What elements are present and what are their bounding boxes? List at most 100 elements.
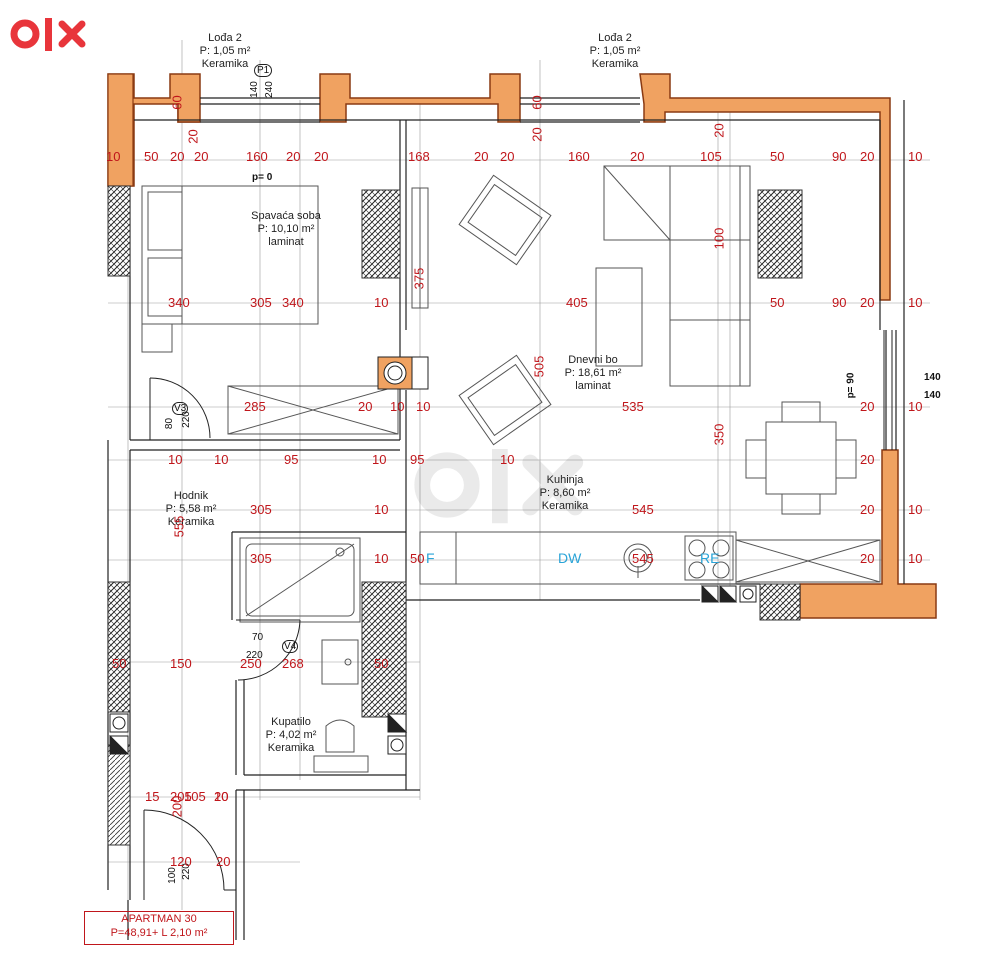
room-label-hallway: Hodnik P: 5,58 m² Keramika bbox=[146, 490, 236, 529]
p1-marker: P1 bbox=[254, 64, 273, 77]
apartment-area: P=48,91+ L 2,10 m² bbox=[110, 927, 208, 939]
dimension-label-vertical: 375 bbox=[411, 267, 427, 290]
dimension-label-vertical: 555 bbox=[171, 515, 187, 538]
room-name: Kupatilo bbox=[271, 716, 311, 728]
dimension-label: 10 bbox=[214, 789, 229, 804]
dimension-label: 90 bbox=[832, 295, 847, 310]
door-v3-height: 220 bbox=[180, 411, 192, 428]
dimension-label: 340 bbox=[282, 295, 304, 310]
room-name: Lođa 2 bbox=[208, 32, 242, 44]
dimension-label: 160 bbox=[246, 149, 268, 164]
room-area: P: 1,05 m² bbox=[589, 45, 641, 57]
dimension-label-vertical: 20 bbox=[711, 123, 727, 138]
dishwasher-label: DW bbox=[558, 550, 582, 566]
room-label-bathroom: Kupatilo P: 4,02 m² Keramika bbox=[246, 716, 336, 755]
dimension-label-vertical: 20 bbox=[529, 127, 545, 142]
dimension-label-vertical: 505 bbox=[531, 355, 547, 378]
doors bbox=[143, 377, 301, 900]
dimension-label: 10 bbox=[500, 452, 515, 467]
dimension-label: 20 bbox=[358, 399, 373, 414]
dimension-label: 10 bbox=[372, 452, 387, 467]
dimension-label: 20 bbox=[860, 295, 875, 310]
room-area: P: 1,05 m² bbox=[199, 45, 251, 57]
dimension-label: 10 bbox=[908, 149, 923, 164]
olx-logo[interactable] bbox=[8, 14, 98, 54]
room-label-loggia-right: Lođa 2 P: 1,05 m² Keramika bbox=[570, 32, 660, 71]
room-area: P: 10,10 m² bbox=[257, 223, 315, 235]
dimension-label: 10 bbox=[374, 502, 389, 517]
range-label: RE bbox=[700, 550, 720, 566]
room-floor: laminat bbox=[575, 380, 611, 392]
dimension-label: 50 bbox=[144, 149, 159, 164]
dimension-label: 20 bbox=[214, 789, 229, 804]
room-name: Spavaća soba bbox=[251, 210, 321, 222]
window-dim-b: 140 bbox=[924, 390, 941, 401]
dimension-label-vertical: 20 bbox=[185, 129, 201, 144]
dimension-label: 105 bbox=[184, 789, 206, 804]
dimension-label: 10 bbox=[168, 452, 183, 467]
dimension-label: 20 bbox=[314, 149, 329, 164]
dimension-label-vertical: 60 bbox=[169, 95, 185, 110]
room-area: P: 8,60 m² bbox=[539, 487, 591, 499]
dimension-label: 20 bbox=[216, 854, 231, 869]
kitchen-counter bbox=[419, 531, 881, 585]
dimension-label: 535 bbox=[622, 399, 644, 414]
dimension-label: 305 bbox=[250, 295, 272, 310]
room-name: Lođa 2 bbox=[598, 32, 632, 44]
dimension-label: 20 bbox=[170, 149, 185, 164]
apartment-name: APARTMAN 30 bbox=[121, 913, 197, 925]
sill-height-0: p= 0 bbox=[252, 172, 273, 183]
apartment-title-box: APARTMAN 30 P=48,91+ L 2,10 m² bbox=[84, 911, 234, 945]
room-name: Hodnik bbox=[173, 490, 209, 502]
window-dim-a: 140 bbox=[924, 372, 941, 383]
living-furniture bbox=[458, 165, 751, 446]
dimension-label: 120 bbox=[170, 854, 192, 869]
room-area: P: 4,02 m² bbox=[265, 729, 317, 741]
dimension-label: 340 bbox=[168, 295, 190, 310]
entry-door-width: 100 bbox=[166, 867, 178, 884]
flue bbox=[377, 356, 429, 390]
dimension-label: 20 bbox=[474, 149, 489, 164]
dimension-label: 20 bbox=[860, 452, 875, 467]
bedroom-furniture bbox=[141, 185, 429, 435]
room-name: Dnevni bo bbox=[568, 354, 618, 366]
dimension-label: 20 bbox=[860, 399, 875, 414]
dimension-label: 50 bbox=[374, 656, 389, 671]
dimension-label: 50 bbox=[410, 551, 425, 566]
room-floor: laminat bbox=[268, 236, 304, 248]
dimension-label: 20 bbox=[194, 149, 209, 164]
dimension-label: 95 bbox=[284, 452, 299, 467]
dimension-label: 20 bbox=[860, 551, 875, 566]
room-label-living: Dnevni bo P: 18,61 m² laminat bbox=[548, 354, 638, 393]
dimension-label: 545 bbox=[632, 502, 654, 517]
dimension-label-vertical: 350 bbox=[711, 423, 727, 446]
dimension-label: 268 bbox=[282, 656, 304, 671]
dimension-label: 285 bbox=[244, 399, 266, 414]
dimension-label: 15 bbox=[145, 789, 160, 804]
room-floor: Keramika bbox=[591, 58, 639, 70]
dimension-label-vertical: 100 bbox=[711, 227, 727, 250]
dimension-label: 105 bbox=[700, 149, 722, 164]
room-label-loggia-left: Lođa 2 P: 1,05 m² Keramika bbox=[180, 32, 270, 71]
dimension-label: 10 bbox=[374, 551, 389, 566]
room-floor: Keramika bbox=[201, 58, 249, 70]
fridge-label: F bbox=[426, 550, 435, 566]
dimension-label: 10 bbox=[374, 295, 389, 310]
dimension-label: 545 bbox=[632, 551, 654, 566]
dimension-label: 160 bbox=[568, 149, 590, 164]
dimension-label: 95 bbox=[410, 452, 425, 467]
dining-set bbox=[745, 401, 857, 515]
room-floor: Keramika bbox=[167, 516, 215, 528]
dimension-label-vertical: 200 bbox=[169, 795, 185, 818]
p1-sub-a: 140 bbox=[248, 81, 260, 98]
hatched-walls bbox=[107, 185, 803, 846]
room-floor: Keramika bbox=[267, 742, 315, 754]
door-v4-mark: V4 bbox=[282, 640, 299, 653]
meter-boxes bbox=[109, 584, 757, 755]
dimension-label: 10 bbox=[106, 149, 121, 164]
dimension-label: 50 bbox=[770, 149, 785, 164]
olx-watermark bbox=[414, 449, 584, 524]
room-label-bedroom: Spavaća soba P: 10,10 m² laminat bbox=[236, 210, 336, 249]
dimension-label: 20 bbox=[860, 149, 875, 164]
